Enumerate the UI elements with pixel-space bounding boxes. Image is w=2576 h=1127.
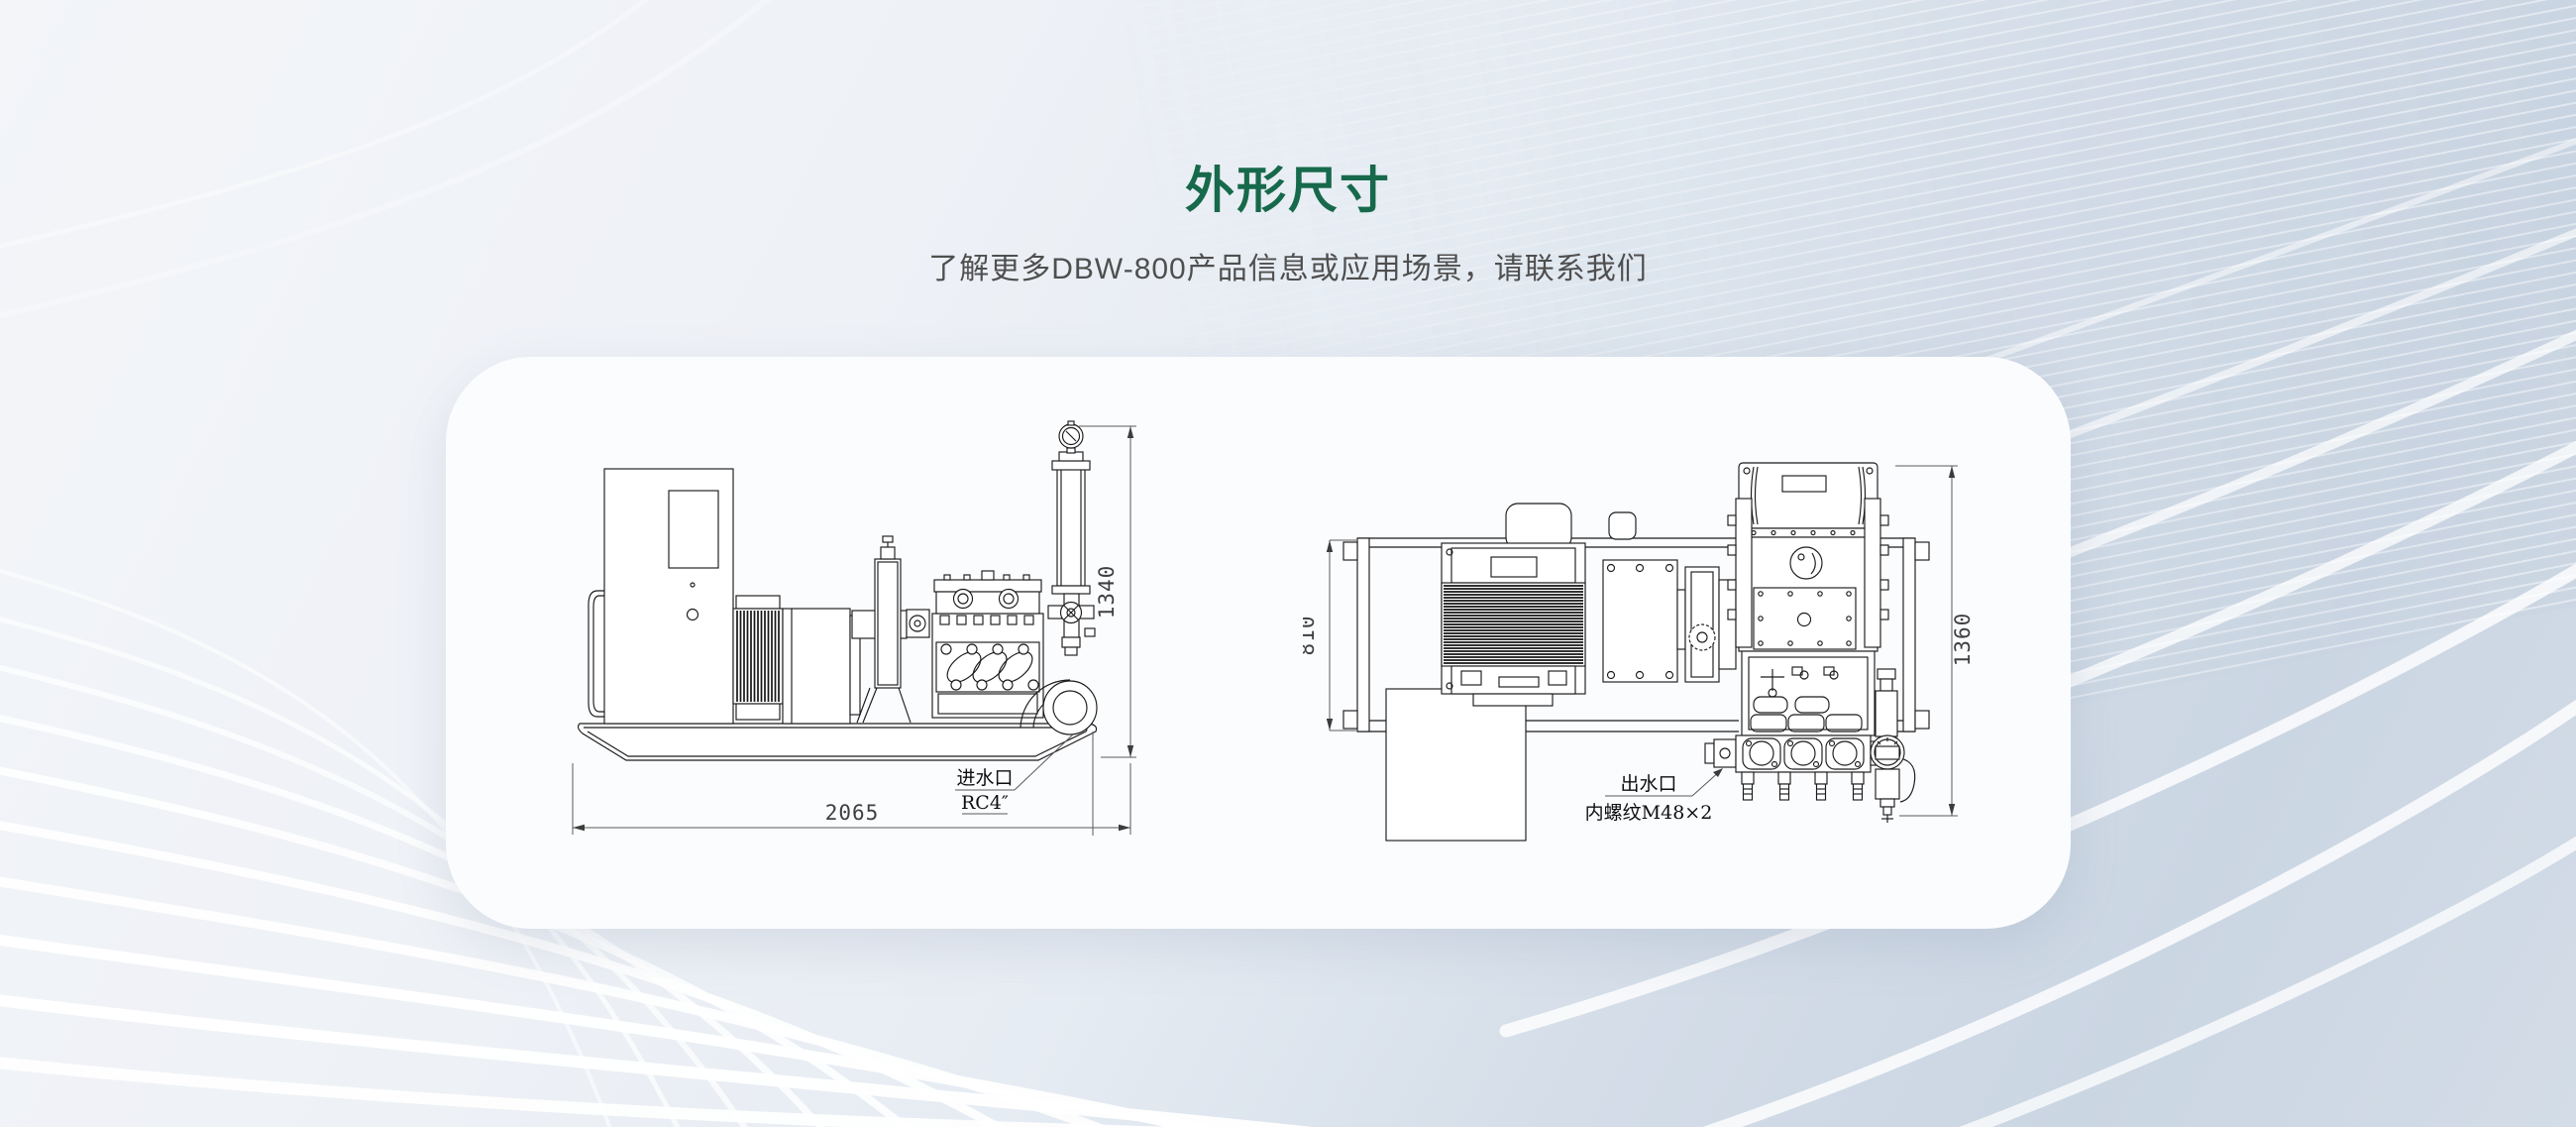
manifold-studs — [1741, 771, 1865, 801]
side-view-pump-body — [931, 570, 1044, 719]
top-view-base-plate — [1385, 688, 1527, 842]
inlet-label-line1: 进水口 — [956, 767, 1013, 789]
top-view-fluid-end — [1741, 650, 1876, 736]
side-view-height-dimension: 1340 — [1095, 565, 1119, 620]
page-title: 外形尺寸 — [1185, 163, 1391, 218]
brand-logo-icon — [1789, 546, 1823, 580]
inlet-label-line2: RC4″ — [961, 792, 1009, 814]
top-view-motor — [1441, 503, 1586, 707]
outlet-label-line2: 内螺纹M48×2 — [1585, 802, 1713, 824]
top-view-width-dimension: 810 — [1303, 616, 1319, 656]
side-view-bearing-block — [906, 609, 930, 638]
top-view-drawing: 810 1360 出水口 内螺纹M48×2 — [1303, 462, 1975, 842]
pressure-gauge-top-icon — [1870, 734, 1905, 770]
page-subtitle: 了解更多DBW-800产品信息或应用场景，请联系我们 — [928, 253, 1648, 285]
drawing-card: 1340 2065 进水口 RC4″ — [446, 357, 2071, 929]
side-view-dimensions: 1340 2065 进水口 RC4″ — [572, 425, 1136, 836]
top-view-relief-valve — [1870, 668, 1916, 823]
side-view-control-cabinet — [588, 468, 734, 725]
side-view-inlet-port — [1020, 679, 1098, 735]
top-view-coupling — [1602, 511, 1737, 683]
top-view-manifold — [1704, 734, 1883, 801]
side-view-accumulator — [1047, 420, 1096, 656]
side-view-drawing: 1340 2065 进水口 RC4″ — [572, 420, 1136, 836]
pressure-gauge-icon — [1058, 420, 1084, 449]
top-view-pump-crankcase — [1727, 462, 1889, 652]
side-view-motor — [732, 595, 784, 721]
side-view-length-dimension: 2065 — [825, 801, 880, 825]
top-view-dimensions: 810 1360 出水口 内螺纹M48×2 — [1303, 465, 1975, 824]
side-view-base-skid — [577, 723, 1098, 761]
outlet-label-line1: 出水口 — [1620, 773, 1676, 795]
top-view-height-dimension: 1360 — [1951, 613, 1975, 667]
top-view-frame — [1342, 537, 1930, 733]
side-view-belt-guard — [856, 535, 912, 724]
